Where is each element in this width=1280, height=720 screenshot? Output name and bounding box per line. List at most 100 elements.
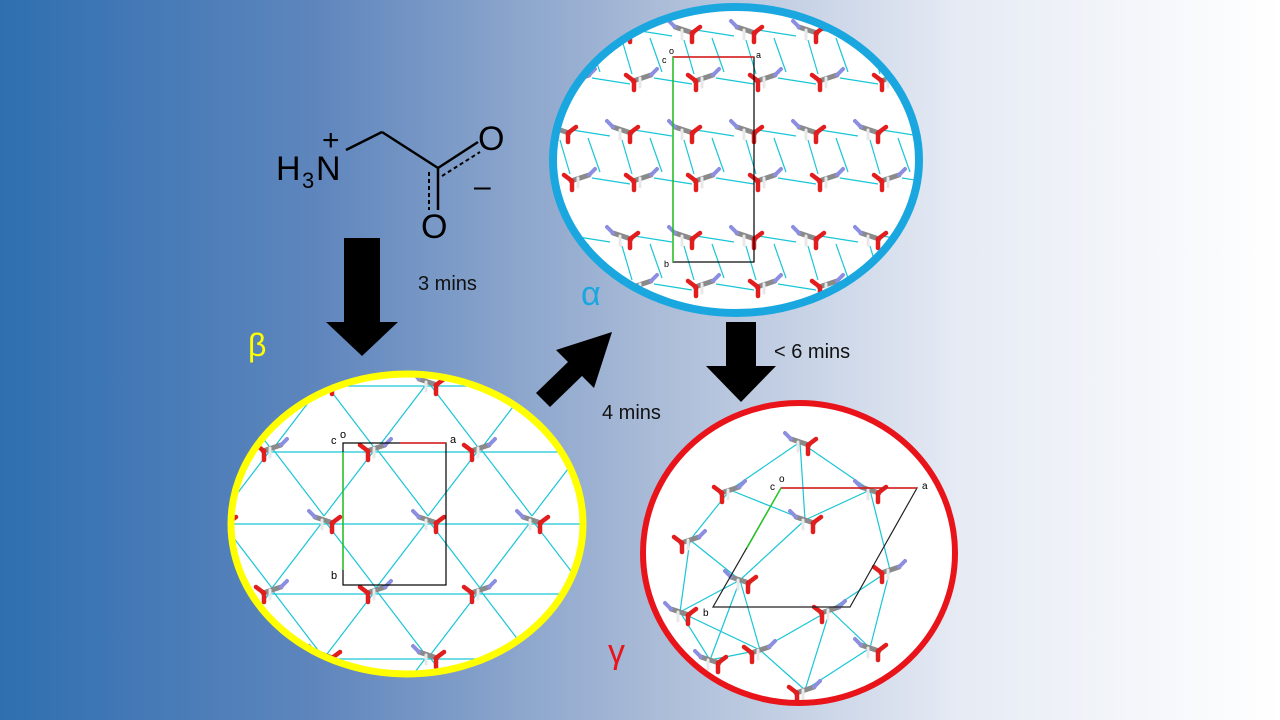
hydrogen-bond-line	[591, 77, 631, 85]
carbon-bond	[520, 376, 544, 388]
hydrogen-bond-line	[807, 245, 819, 281]
nitrogen-atom	[711, 167, 721, 177]
nitrogen-atom	[605, 119, 615, 129]
nitrogen-atom	[773, 273, 783, 283]
nitrogen-atom	[515, 509, 525, 519]
oxygen-atom	[565, 24, 579, 36]
nitrogen-atom	[897, 273, 907, 283]
hydrogen-bond-line	[869, 139, 881, 175]
nitrogen-atom	[205, 511, 211, 517]
hydrogen-bond-line	[621, 245, 633, 281]
hydrogen-bond-line	[804, 489, 871, 521]
hydrogen-bond-line	[571, 29, 611, 37]
hydrogen-bond-line	[649, 243, 663, 279]
nitrogen-atom	[667, 119, 677, 129]
nitrogen-atom	[853, 479, 863, 489]
hydrogen-bond-line	[819, 235, 859, 243]
hydrogen-bond-line	[271, 589, 325, 659]
hydrogen-bond-line	[715, 77, 755, 85]
nitrogen-atom	[835, 167, 845, 177]
gamma-cell-label-a: a	[922, 481, 928, 492]
hydrogen-bond-line	[695, 235, 735, 243]
hydrogen-bond-line	[773, 137, 787, 173]
hydrogen-bond-line	[621, 39, 633, 75]
hydrogen-bond-line	[633, 235, 673, 243]
beta-cell-label-o: o	[340, 429, 346, 441]
nitrogen-atom	[729, 119, 739, 129]
beta-cell-label-c: c	[331, 435, 337, 447]
hydrogen-bond-line	[759, 649, 806, 691]
nitrogen-atom	[605, 225, 615, 235]
alpha-label: α	[581, 275, 601, 313]
hydrogen-bond-line	[777, 77, 817, 85]
nitrogen-atom	[587, 67, 597, 77]
hydrogen-bond-line	[711, 137, 725, 173]
alpha-cell-label-o: o	[669, 46, 674, 56]
nitrogen-atom	[723, 569, 733, 579]
gamma-axis-b	[746, 487, 782, 549]
nitrogen-atom	[897, 559, 907, 569]
molecule-n: N	[316, 150, 341, 188]
hydrogen-bond-line	[869, 489, 891, 571]
hydrogen-bond-line	[715, 283, 755, 291]
hydrogen-bond-line	[168, 520, 220, 588]
nitrogen-atom	[791, 119, 801, 129]
hydrogen-bond-line	[649, 37, 663, 73]
nitrogen-atom	[307, 509, 317, 519]
nitrogen-atom	[205, 646, 211, 652]
nitrogen-atom	[853, 19, 863, 29]
nitrogen-atom	[773, 167, 783, 177]
nitrogen-atom	[837, 599, 847, 609]
hydrogen-bond-line	[804, 609, 831, 691]
hydrogen-bond-line	[683, 139, 695, 175]
hydrogen-bond-line	[584, 448, 636, 516]
nitrogen-atom	[593, 439, 599, 445]
gamma-cell-label-c: c	[770, 482, 775, 493]
hydrogen-bond-line	[587, 137, 601, 173]
hydrogen-bond-line	[773, 243, 787, 279]
hydrogen-bond-line	[757, 235, 797, 243]
nitrogen-atom	[897, 167, 907, 177]
molecule-subscript-3: 3	[302, 168, 314, 193]
hydrogen-bond-line	[479, 654, 533, 674]
alpha-cell-label-c: c	[662, 55, 667, 65]
nitrogen-atom	[649, 167, 659, 177]
transition-label-6-mins: < 6 mins	[774, 341, 850, 363]
gamma-polymorph-circle: c o a b	[640, 400, 958, 706]
hydrogen-bond-line	[869, 569, 891, 649]
carbon-bond	[231, 649, 232, 661]
nitrogen-atom	[515, 374, 525, 381]
nitrogen-atom	[587, 167, 597, 177]
hydrogen-bond-line	[679, 611, 761, 651]
bond-c-c	[381, 130, 439, 170]
nitrogen-atom	[279, 437, 289, 447]
nitrogen-atom	[791, 19, 801, 29]
oxygen-atom	[871, 278, 885, 290]
nitrogen-atom	[649, 67, 659, 77]
molecule-o-bottom: O	[421, 208, 447, 246]
nitrogen-atom	[693, 649, 703, 659]
carbon-bond	[231, 376, 232, 388]
nitrogen-atom	[605, 19, 615, 29]
hydrogen-bond-line	[375, 447, 429, 517]
hydrogen-bond-line	[709, 579, 741, 661]
carbon-bond	[231, 514, 232, 526]
hydrogen-bond-line	[231, 654, 273, 674]
nitrogen-atom	[411, 509, 421, 519]
carbon-bond	[878, 278, 902, 290]
hydrogen-bond-line	[897, 37, 911, 73]
nitrogen-atom	[791, 225, 801, 235]
nitrogen-atom	[545, 227, 551, 233]
hydrogen-bond-line	[375, 589, 429, 659]
molecule-o-top: O	[478, 120, 504, 158]
transition-label-3-mins: 3 mins	[418, 273, 477, 295]
nitrogen-atom	[697, 529, 707, 539]
hydrogen-bond-line	[559, 39, 571, 75]
hydrogen-bond-line	[679, 539, 691, 613]
hydrogen-bond-line	[807, 139, 819, 175]
hydrogen-bond-line	[757, 29, 797, 37]
nitrogen-atom	[279, 579, 289, 589]
bond-c-o-top	[437, 140, 479, 170]
oxygen-atom	[231, 376, 239, 388]
